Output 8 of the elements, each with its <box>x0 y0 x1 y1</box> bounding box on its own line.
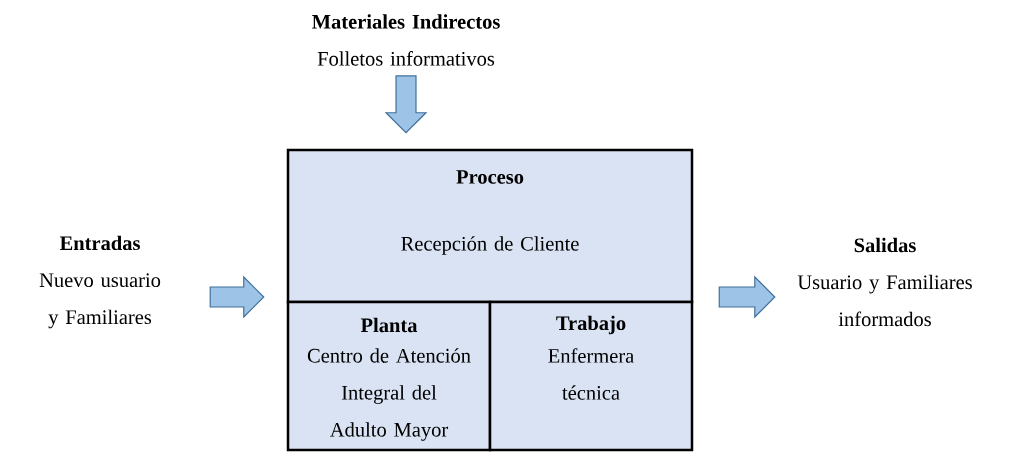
work-box: Trabajo Enfermera técnica <box>488 300 694 452</box>
plant-box: Planta Centro de Atención Integral del Adulto Mayor <box>286 300 492 452</box>
input-text: Entradas Nuevo usuario y Familiares <box>39 235 161 329</box>
output-text: Salidas Usuario y Familiares informados <box>797 237 972 327</box>
page-text: Materiales Indirectos Folletos informativos <box>312 14 500 66</box>
block-arrow <box>718 275 776 319</box>
block-arrow <box>384 75 428 134</box>
block-arrow <box>209 275 265 319</box>
